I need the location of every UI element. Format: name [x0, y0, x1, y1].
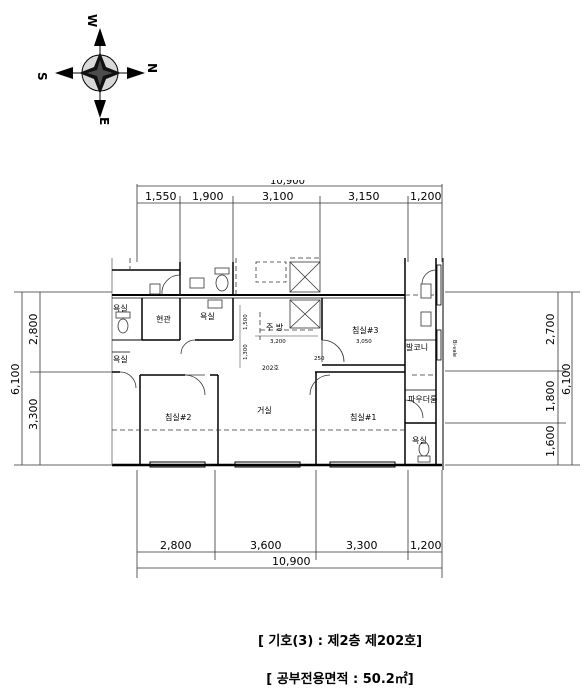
top-dim-1: 1,550	[145, 190, 177, 203]
bottom-dim-4: 1,200	[410, 539, 442, 552]
top-dim-3: 3,100	[262, 190, 294, 203]
right-outer-dim: 6,100	[560, 364, 573, 396]
top-dimensions	[136, 180, 443, 262]
side-text: Bi-vale	[451, 340, 457, 357]
room-bath-left: 욕실	[113, 303, 128, 313]
top-dim-5: 1,200	[410, 190, 442, 203]
room-kitchen: 주 방	[266, 322, 284, 332]
room-living: 거실	[257, 405, 272, 415]
inner-dim-250: 250	[314, 356, 325, 362]
inner-dim-1300: 1,300	[243, 344, 249, 360]
room-bath-top: 욕실	[200, 311, 215, 321]
room-entrance: 현관	[156, 314, 171, 324]
bottom-dim-total: 10,900	[272, 555, 311, 568]
room-bath-right: 욕실	[412, 435, 427, 445]
top-total-dim-clip: 10,900	[270, 176, 305, 187]
room-bedroom3: 침실#3	[352, 325, 379, 335]
bath-fixtures	[115, 267, 432, 463]
right-inner-dim-1: 2,700	[544, 314, 557, 346]
compass-n: N	[145, 63, 159, 73]
room-bedroom1: 침실#1	[350, 412, 377, 422]
bottom-dim-3: 3,300	[346, 539, 378, 552]
inner-dim-3200: 3,200	[270, 339, 286, 345]
left-dimensions	[14, 291, 112, 466]
right-dimensions	[445, 291, 580, 466]
room-unit: 202호	[262, 365, 279, 372]
top-dim-2: 1,900	[192, 190, 224, 203]
compass-w: W	[85, 14, 99, 27]
room-dressroom: 파우더룸	[408, 395, 437, 404]
left-inner-dim-1: 2,800	[27, 314, 40, 346]
left-inner-dim-2: 3,300	[27, 399, 40, 431]
room-balcony: 발코니	[406, 342, 428, 352]
door-swings	[119, 269, 437, 419]
bottom-dim-1: 2,800	[160, 539, 192, 552]
compass-e: E	[97, 117, 111, 125]
top-dim-4: 3,150	[348, 190, 380, 203]
room-bedroom2: 침실#2	[165, 412, 192, 422]
caption-unit-number: [ 기호(3) : 제2층 제202호]	[257, 634, 423, 649]
kitchen-fixtures	[255, 261, 321, 329]
left-outer-dim: 6,100	[9, 364, 22, 396]
room-bath-left-2: 욕실	[113, 354, 128, 364]
compass-s: S	[35, 72, 49, 81]
bottom-dim-2: 3,600	[250, 539, 282, 552]
inner-dim-1500: 1,500	[243, 314, 249, 330]
inner-dim-3050: 3,050	[356, 339, 372, 345]
bottom-dimensions	[136, 470, 443, 578]
right-inner-dim-3: 1,600	[544, 426, 557, 458]
compass-rose: W N S E	[35, 14, 159, 125]
walls	[111, 258, 444, 470]
right-inner-dim-2: 1,800	[544, 381, 557, 413]
caption-exclusive-area: [ 공부전용면적 : 50.2㎡]	[266, 672, 414, 687]
